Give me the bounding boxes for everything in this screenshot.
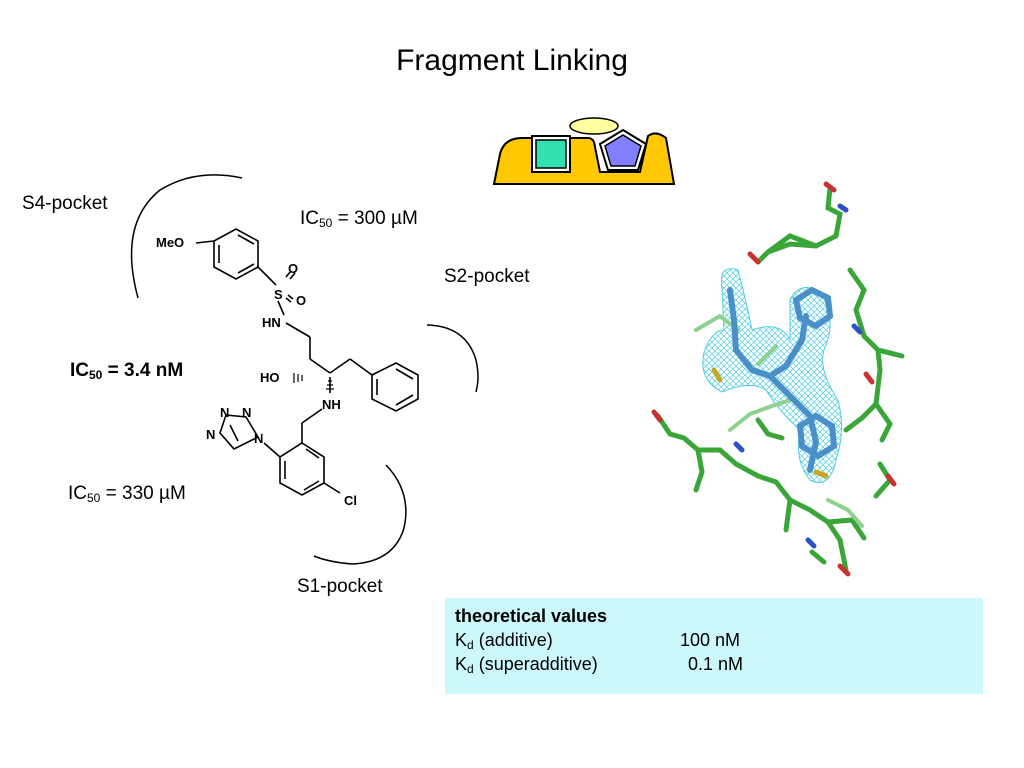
linker-ellipse <box>569 117 619 135</box>
theoretical-heading: theoretical values <box>455 606 608 626</box>
tetrazole-n-top-right: N <box>242 405 251 420</box>
ic50-bottom-label: IC50 = 330 µM <box>68 483 186 505</box>
ic50-middle-label: IC50 = 3.4 nM <box>70 360 184 382</box>
methoxyphenyl-ring <box>213 228 259 280</box>
s1-pocket-label: S1-pocket <box>297 576 383 597</box>
kd-additive-row: Kd (additive) 100 nM <box>455 628 973 652</box>
s2-pocket-arc <box>426 324 479 393</box>
fragment-pentagon <box>604 134 642 167</box>
phenyl-ring <box>371 362 419 412</box>
chloro-label: Cl <box>344 493 357 508</box>
amine-nh: NH <box>322 397 341 412</box>
s4-pocket-label: S4-pocket <box>22 193 108 214</box>
crystal-structure-image <box>651 181 905 577</box>
sulfur-label: S <box>274 287 283 302</box>
meo-label: MeO <box>156 235 184 250</box>
tetrazole-n-top-left: N <box>220 405 229 420</box>
tetrazole-ring <box>219 414 260 450</box>
sulfonamide-hn: HN <box>262 315 281 330</box>
kd-additive-value: 100 nM <box>680 630 741 650</box>
s1-pocket-arc <box>313 464 407 565</box>
fragment-cartoon <box>492 117 676 185</box>
s2-pocket-label: S2-pocket <box>444 266 530 287</box>
kd-superadditive-label: Kd (superadditive) <box>455 654 598 676</box>
chemical-structure: MeO O S O HN HO NH Cl N N N N <box>156 228 419 508</box>
sulfonyl-o-bottom: O <box>296 293 306 308</box>
tetrazole-n-right: N <box>254 431 263 446</box>
slide-title: Fragment Linking <box>396 44 628 77</box>
kd-superadditive-value: 0.1 nM <box>688 654 744 674</box>
chlorophenyl-ring <box>279 442 325 496</box>
tetrazole-n-left: N <box>206 427 215 442</box>
hydroxyl-ho: HO <box>260 370 280 385</box>
kd-superadditive-row: Kd (superadditive) 0.1 nM <box>455 652 973 676</box>
kd-additive-label: Kd (additive) <box>455 630 553 652</box>
theoretical-values-box: theoretical values Kd (additive) 100 nM … <box>445 598 983 694</box>
ic50-top-label: IC50 = 300 µM <box>300 208 418 230</box>
sulfonyl-o-top: O <box>288 261 298 276</box>
s4-pocket-arc <box>130 174 243 299</box>
fragment-square <box>535 139 567 169</box>
